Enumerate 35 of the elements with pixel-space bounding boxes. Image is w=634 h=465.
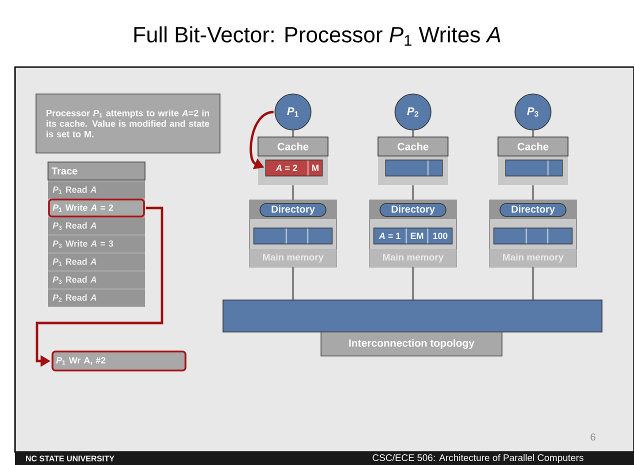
course-name: CSC/ECE 506: Architecture of Parallel Computers	[372, 454, 584, 463]
trace-row: P$_{3}$ Write A = 3	[48, 236, 145, 252]
directory-pill: Directory	[380, 203, 446, 217]
directory-entry	[493, 228, 573, 244]
node-label: P$_{3}$ Read A	[52, 276, 96, 284]
trace-row: P$_{3}$ Read A	[48, 218, 145, 234]
directory-entry	[253, 228, 333, 244]
connector-line	[412, 130, 414, 138]
node-label: P$_{2}$ Read A	[52, 294, 96, 302]
interconnect-bar: Interconnection topology	[222, 300, 602, 356]
directory-pill: Directory	[260, 203, 326, 217]
trace-row: P$_{2}$ Read A	[48, 290, 145, 306]
description-box: Processor P$_{1}$ attempts to write A=2 in its cache. Value is modified and state is set to M.	[36, 94, 220, 154]
node-label: P$_{3}$ Write A = 3	[52, 240, 114, 248]
directory-entry: A = 1 EM 100	[373, 228, 453, 244]
connector-line	[292, 266, 294, 300]
message-box: P$_{1}$ Wr A, #2	[52, 350, 186, 372]
trace-row: P$_{1}$ Read A	[48, 254, 145, 270]
university-name: NC STATE UNIVERSITY	[26, 456, 114, 462]
connector-line	[292, 184, 294, 200]
connector-line	[532, 184, 534, 200]
trace-row: P$_{1}$ Read A	[48, 182, 145, 198]
trace-row-highlighted: P$_{1}$ Write A = 2	[48, 198, 145, 218]
connector-line	[532, 130, 534, 138]
node-label: P$_{1}$ Read A	[52, 258, 96, 266]
connector-line	[532, 266, 534, 300]
title: Full Bit-Vector: Processor P$_{1}$ Writes A	[134, 26, 500, 46]
page-number: 6	[590, 433, 596, 441]
connector-line	[412, 266, 414, 300]
connector-line	[412, 184, 414, 200]
trace-row: P$_{3}$ Read A	[48, 272, 145, 288]
node-label: Interconnection topology	[349, 339, 474, 349]
connector-line	[292, 130, 294, 138]
directory-pill: Directory	[500, 203, 566, 217]
node-label: P$_{3}$ Read A	[52, 222, 96, 230]
